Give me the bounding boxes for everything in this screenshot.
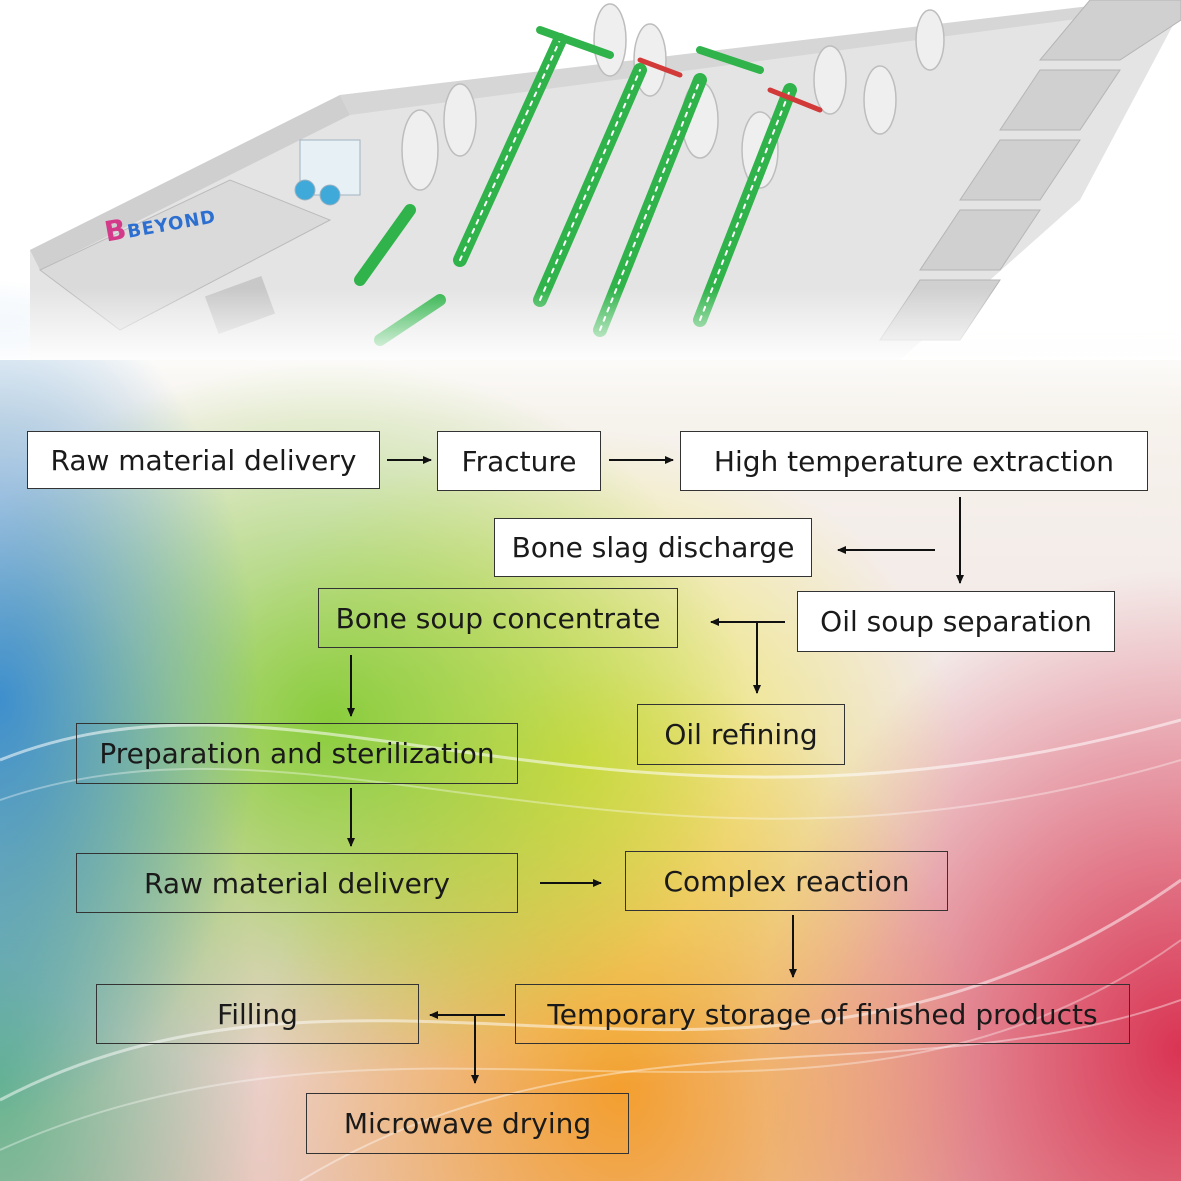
step-microwave-drying: Microwave drying bbox=[306, 1093, 629, 1154]
step-complex-reaction: Complex reaction bbox=[625, 851, 948, 911]
step-preparation-and-sterilization: Preparation and sterilization bbox=[76, 723, 518, 784]
step-bone-slag-discharge: Bone slag discharge bbox=[494, 518, 812, 577]
step-temporary-storage: Temporary storage of finished products bbox=[515, 984, 1130, 1044]
step-raw-material-delivery-2: Raw material delivery bbox=[76, 853, 518, 913]
factory-banner-image bbox=[0, 0, 1181, 360]
step-oil-refining: Oil refining bbox=[637, 704, 845, 765]
step-raw-material-delivery-1: Raw material delivery bbox=[27, 431, 380, 489]
step-oil-soup-separation: Oil soup separation bbox=[797, 591, 1115, 652]
step-high-temperature-extraction: High temperature extraction bbox=[680, 431, 1148, 491]
step-filling: Filling bbox=[96, 984, 419, 1044]
step-bone-soup-concentrate: Bone soup concentrate bbox=[318, 588, 678, 648]
step-fracture: Fracture bbox=[437, 431, 601, 491]
